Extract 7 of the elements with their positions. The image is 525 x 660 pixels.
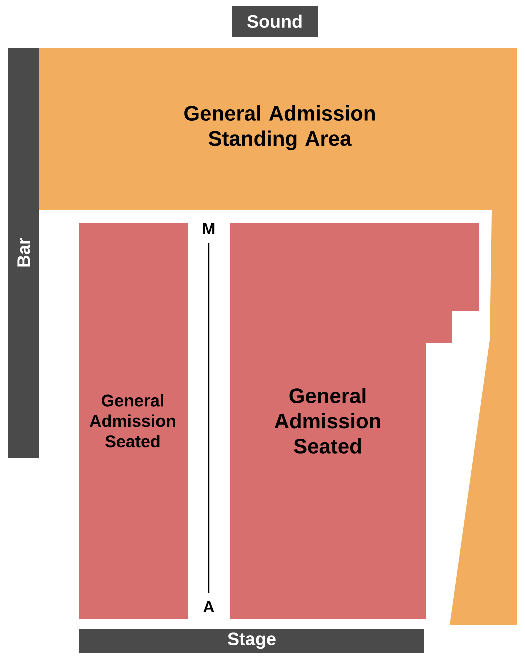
seating-section: General Admission Seated (230, 223, 479, 619)
seating-section: General Admission Seated (79, 223, 188, 619)
bar-area: Bar (8, 48, 39, 458)
sound-booth: Sound (232, 6, 318, 37)
stage: Stage (79, 629, 424, 653)
row-letter: A (204, 602, 214, 612)
row-letter: M (203, 223, 215, 234)
